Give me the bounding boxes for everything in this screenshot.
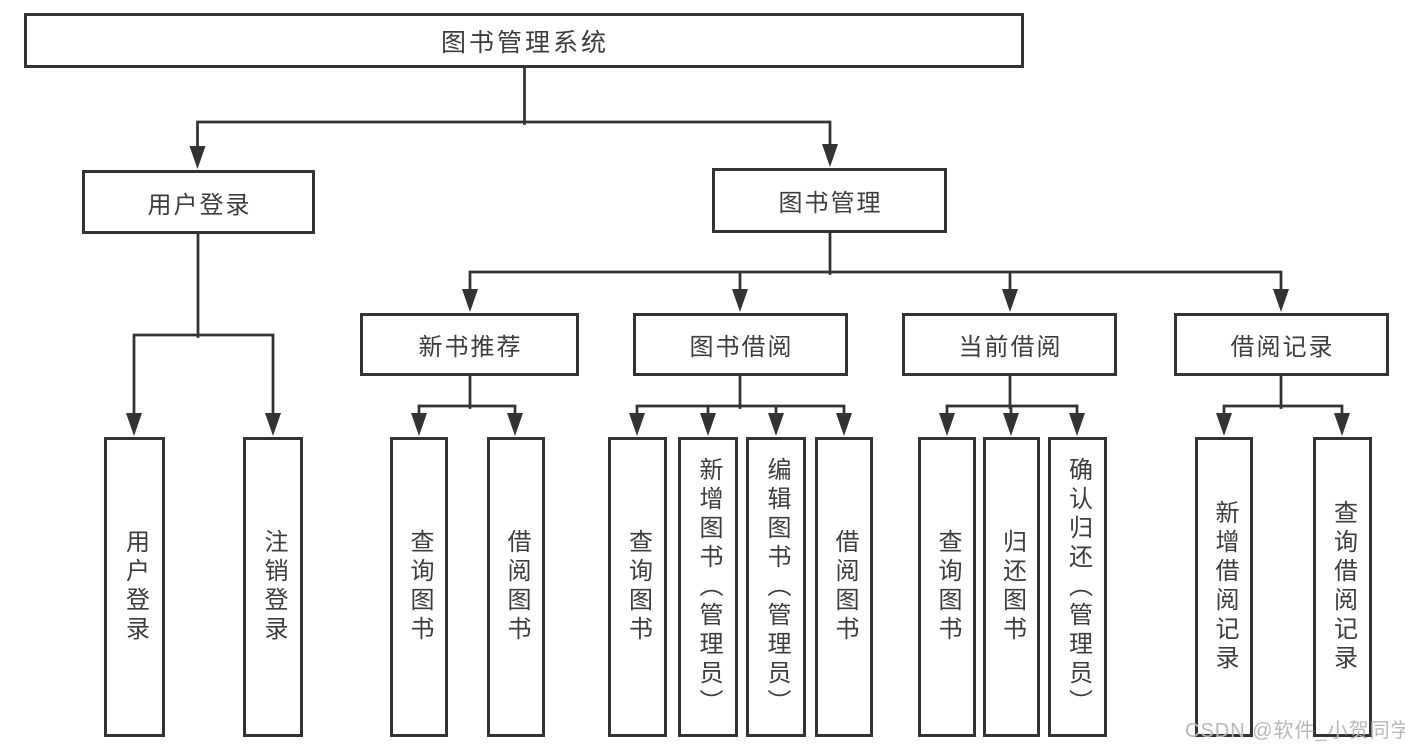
node-library-management-system: 图书管理系统 <box>24 13 1024 68</box>
node-book-borrowing: 图书借阅 <box>633 313 848 376</box>
arrowhead-icon <box>126 144 1350 436</box>
leaf-user-login: 用户登录 <box>104 437 165 737</box>
leaf-borrow-books: 借阅图书 <box>815 437 873 737</box>
leaf-borrow-books-recommend: 借阅图书 <box>487 437 545 737</box>
node-label: 注销登录 <box>260 529 287 645</box>
node-label: 归还图书 <box>998 529 1026 645</box>
node-label: 查询图书 <box>406 529 433 645</box>
node-label: 图书管理 <box>778 190 883 217</box>
node-label: 确认归还（管理员） <box>1064 456 1092 718</box>
leaf-add-borrow-record: 新增借阅记录 <box>1195 437 1253 737</box>
node-label: 图书借阅 <box>689 334 794 361</box>
node-label: 新增图书（管理员） <box>695 456 722 718</box>
node-current-borrowing: 当前借阅 <box>902 313 1117 376</box>
node-label: 借阅记录 <box>1230 334 1335 361</box>
node-label: 查询图书 <box>624 529 652 645</box>
node-new-book-recommendation: 新书推荐 <box>360 313 579 376</box>
node-label: 用户登录 <box>147 191 252 219</box>
leaf-logout: 注销登录 <box>243 437 303 737</box>
tree-connector-lines <box>132 66 1344 416</box>
node-label: 用户登录 <box>121 529 149 645</box>
node-user-login: 用户登录 <box>82 170 315 234</box>
node-book-management: 图书管理 <box>712 168 947 233</box>
leaf-query-borrow-record: 查询借阅记录 <box>1313 437 1372 737</box>
leaf-edit-books-admin: 编辑图书（管理员） <box>746 437 806 737</box>
leaf-query-books-borrowing: 查询图书 <box>608 437 667 737</box>
leaf-add-books-admin: 新增图书（管理员） <box>678 437 738 737</box>
leaf-return-books: 归还图书 <box>983 437 1040 737</box>
node-label: 编辑图书（管理员） <box>763 456 790 718</box>
node-label: 查询图书 <box>934 529 961 645</box>
leaf-confirm-return-admin: 确认归还（管理员） <box>1048 437 1107 737</box>
node-borrowing-records: 借阅记录 <box>1174 313 1389 376</box>
leaf-query-books-recommend: 查询图书 <box>390 437 448 737</box>
node-label: 新增借阅记录 <box>1211 500 1238 674</box>
watermark: CSDN @软件_小贺同学 <box>1185 720 1405 742</box>
node-label: 当前借阅 <box>958 334 1063 361</box>
node-label: 借阅图书 <box>831 529 858 645</box>
node-label: 图书管理系统 <box>440 28 609 57</box>
node-label: 新书推荐 <box>418 334 523 361</box>
leaf-query-books-current: 查询图书 <box>918 437 976 737</box>
node-label: 借阅图书 <box>503 529 530 645</box>
node-label: 查询借阅记录 <box>1329 500 1357 674</box>
